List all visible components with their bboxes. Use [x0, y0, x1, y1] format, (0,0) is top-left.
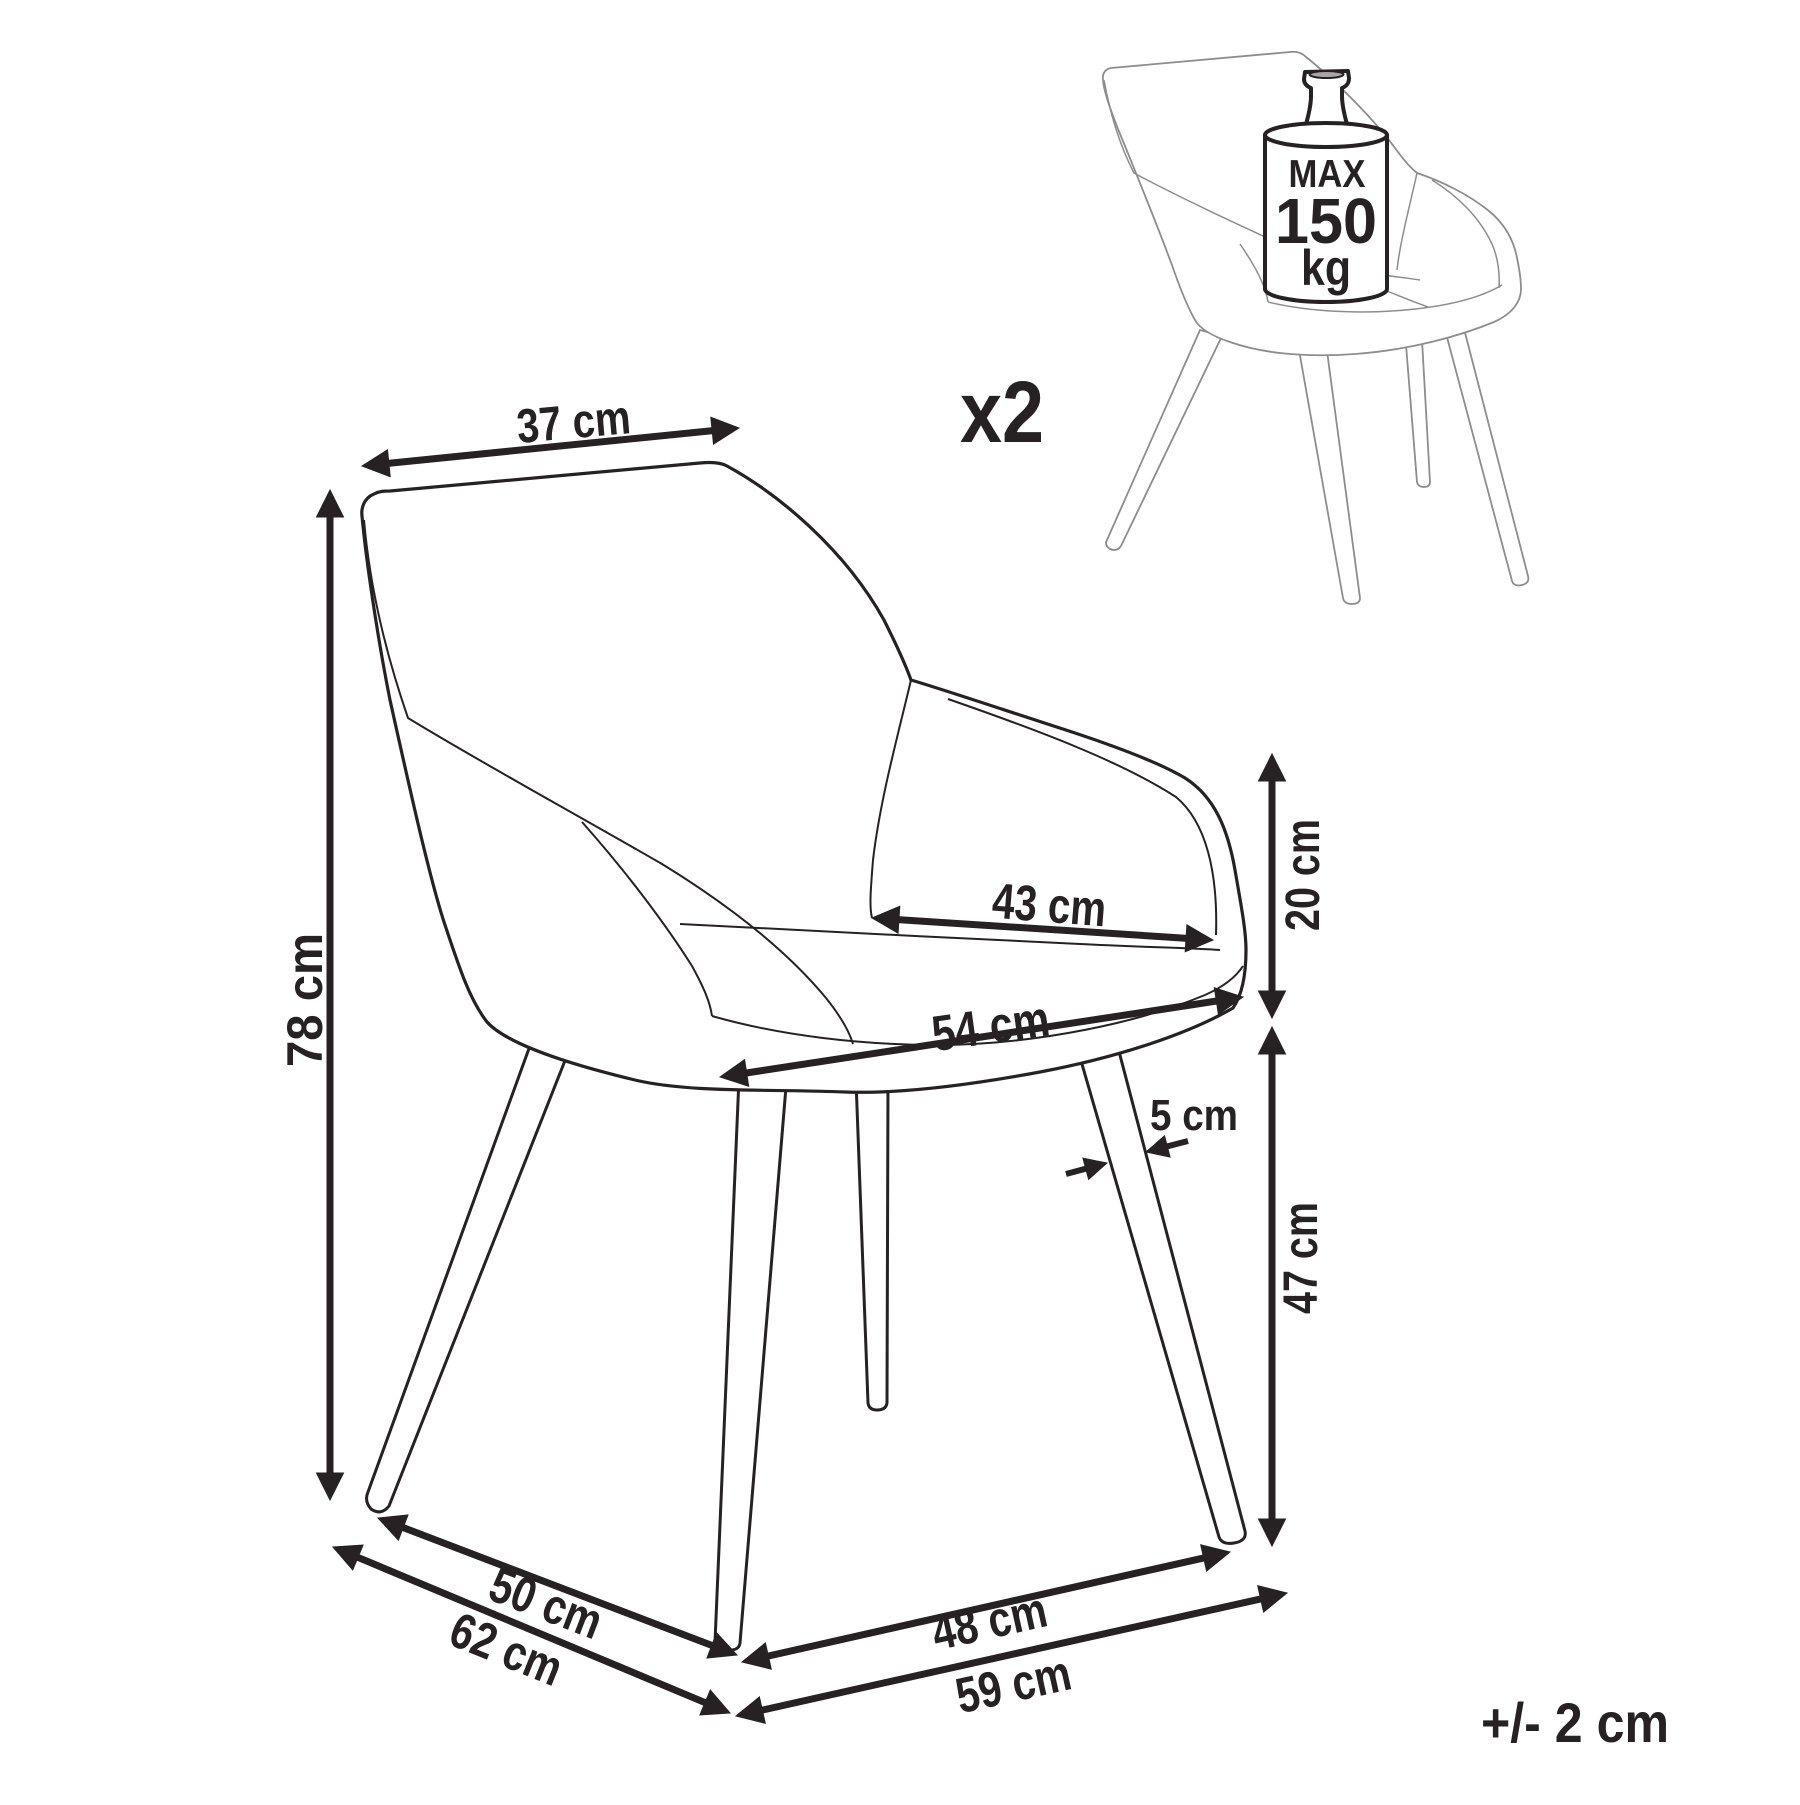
- svg-text:43 cm: 43 cm: [990, 873, 1108, 938]
- svg-text:150: 150: [1275, 185, 1377, 257]
- svg-text:MAX: MAX: [1289, 153, 1366, 196]
- svg-text:+/- 2 cm: +/- 2 cm: [1481, 1691, 1669, 1754]
- svg-text:5 cm: 5 cm: [1150, 1091, 1238, 1140]
- svg-text:47 cm: 47 cm: [1275, 1202, 1328, 1314]
- svg-text:20 cm: 20 cm: [1277, 819, 1330, 931]
- svg-text:kg: kg: [1301, 240, 1351, 296]
- svg-text:78 cm: 78 cm: [277, 933, 333, 1067]
- svg-text:x2: x2: [960, 364, 1044, 461]
- svg-text:37 cm: 37 cm: [515, 391, 633, 454]
